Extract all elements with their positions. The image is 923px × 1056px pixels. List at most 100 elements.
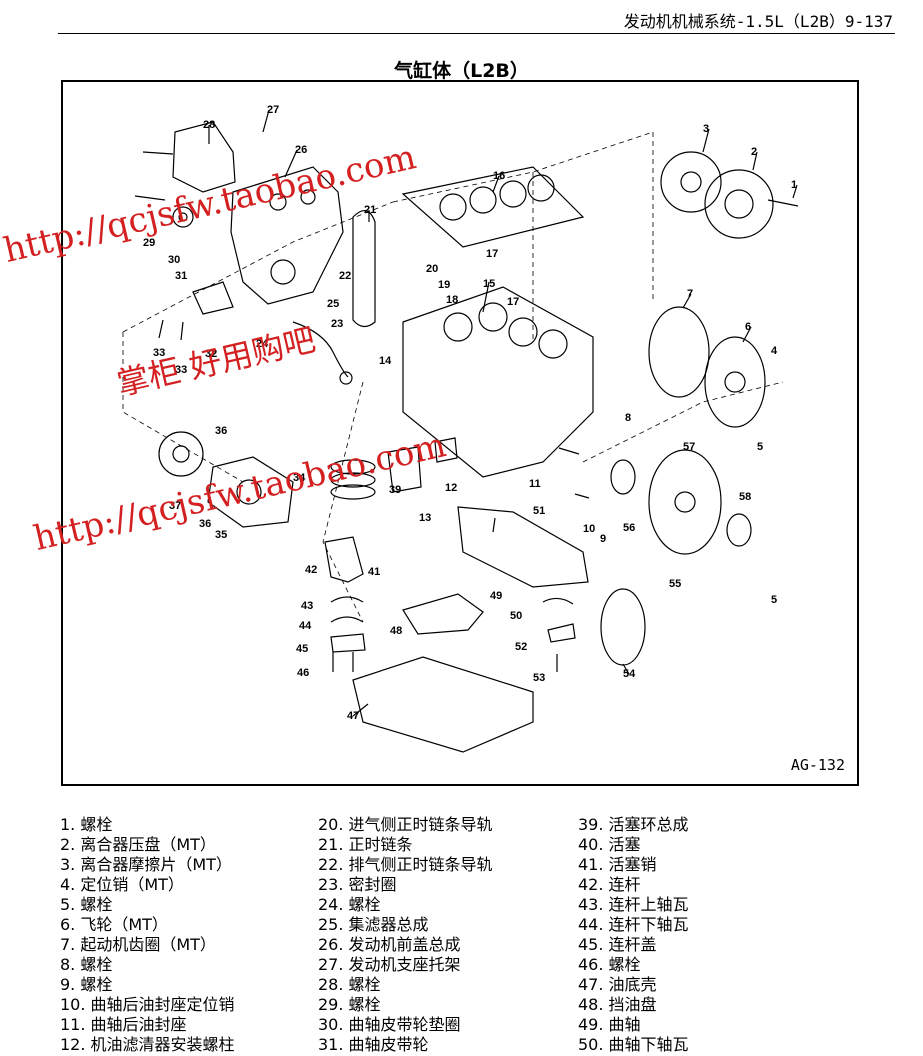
callout-number: 25 [327,298,340,310]
callout-number: 13 [419,512,432,524]
legend-item: 50. 曲轴下轴瓦 [578,1035,689,1054]
callout-number: 58 [739,491,752,503]
legend-item: 42. 连杆 [578,875,641,894]
callout-number: 57 [683,441,696,453]
callout-number: 49 [490,590,503,602]
callout-number: 50 [510,610,523,622]
legend-item: 27. 发动机支座托架 [318,955,461,974]
callout-number: 46 [297,667,310,679]
callout-number: 41 [368,566,381,578]
callout-number: 17 [507,296,520,308]
callout-number: 28 [203,119,216,131]
callout-number: 6 [745,321,752,333]
legend-item: 39. 活塞环总成 [578,815,689,834]
legend-column-3: 39. 活塞环总成 40. 活塞 41. 活塞销 42. 连杆 43. 连杆上轴… [578,815,689,1055]
legend-item: 40. 活塞 [578,835,641,854]
legend-item: 31. 曲轴皮带轮 [318,1035,429,1054]
callout-number: 44 [299,620,312,632]
callout-number: 48 [390,625,403,637]
callout-number: 53 [533,672,546,684]
legend-item: 24. 螺栓 [318,895,381,914]
callout-number: 10 [583,523,596,535]
callout-number: 54 [623,668,636,680]
callout-number: 14 [379,355,392,367]
legend-item: 5. 螺栓 [60,895,113,914]
legend-column-1: 1. 螺栓 2. 离合器压盘（MT） 3. 离合器摩擦片（MT） 4. 定位销（… [60,815,235,1055]
legend-item: 29. 螺栓 [318,995,381,1014]
callout-number: 18 [446,294,459,306]
callout-number: 33 [153,347,166,359]
legend-item: 44. 连杆下轴瓦 [578,915,689,934]
legend-item: 46. 螺栓 [578,955,641,974]
callout-number: 39 [389,484,402,496]
callout-number: 17 [486,248,499,260]
callout-number: 3 [703,123,710,135]
legend-item: 2. 离合器压盘（MT） [60,835,216,854]
legend-item: 4. 定位销（MT） [60,875,184,894]
callout-number: 45 [296,643,309,655]
callout-number: 42 [305,564,318,576]
callout-number: 27 [267,104,280,116]
parts-legend: 1. 螺栓 2. 离合器压盘（MT） 3. 离合器摩擦片（MT） 4. 定位销（… [0,815,923,1055]
legend-column-2: 20. 进气侧正时链条导轨 21. 正时链条 22. 排气侧正时链条导轨 23.… [318,815,493,1055]
callout-number: 8 [625,412,632,424]
section-header: 发动机机械系统-1.5L（L2B）9-137 [623,12,893,31]
callout-number: 22 [339,270,352,282]
callout-number: 9 [600,533,607,545]
legend-item: 26. 发动机前盖总成 [318,935,461,954]
legend-item: 23. 密封圈 [318,875,397,894]
callout-number: 32 [205,348,218,360]
callout-number: 31 [175,270,188,282]
legend-item: 30. 曲轴皮带轮垫圈 [318,1015,461,1034]
callout-number: 23 [331,318,344,330]
legend-item: 3. 离合器摩擦片（MT） [60,855,232,874]
callout-number: 33 [175,364,188,376]
engine-block-illustration [122,109,799,753]
callout-number: 5 [771,594,778,606]
callout-number: 7 [687,288,694,300]
callout-number: 56 [623,522,636,534]
callout-number: 52 [515,641,528,653]
legend-item: 1. 螺栓 [60,815,113,834]
callout-number: 19 [438,279,451,291]
legend-item: 12. 机油滤清器安装螺柱 [60,1035,235,1054]
callout-number: 30 [168,254,181,266]
legend-item: 7. 起动机齿圈（MT） [60,935,216,954]
callout-number: 12 [445,482,458,494]
legend-item: 10. 曲轴后油封座定位销 [60,995,235,1014]
callout-number: 11 [529,478,541,490]
legend-item: 28. 螺栓 [318,975,381,994]
callout-number: 21 [364,204,377,216]
legend-item: 47. 油底壳 [578,975,657,994]
legend-item: 25. 集滤器总成 [318,915,429,934]
callout-number: 20 [426,263,439,275]
callout-number: 26 [295,144,308,156]
legend-item: 11. 曲轴后油封座 [60,1015,187,1034]
legend-item: 9. 螺栓 [60,975,113,994]
callout-number: 36 [215,425,228,437]
callout-number: 2 [751,146,758,158]
callout-number: 1 [791,179,798,191]
legend-item: 43. 连杆上轴瓦 [578,895,689,914]
legend-item: 45. 连杆盖 [578,935,657,954]
figure-title: 气缸体（L2B） [394,60,529,82]
page-header: 发动机机械系统-1.5L（L2B）9-137 [0,0,923,34]
figure-code: AG-132 [790,756,845,774]
callout-number: 34 [293,472,306,484]
callout-number: 55 [669,578,682,590]
callout-number: 24 [256,338,269,350]
callout-number: 47 [347,710,360,722]
callout-number: 35 [215,529,228,541]
callout-number: 16 [493,170,506,182]
legend-item: 20. 进气侧正时链条导轨 [318,815,493,834]
legend-item: 21. 正时链条 [318,835,413,854]
callout-number: 51 [533,505,546,517]
header-rule [58,33,895,34]
callout-number: 36 [199,518,212,530]
callout-number: 37 [169,500,182,512]
legend-item: 41. 活塞销 [578,855,657,874]
legend-item: 48. 挡油盘 [578,995,657,1014]
callout-number: 29 [143,237,156,249]
legend-item: 6. 飞轮（MT） [60,915,168,934]
